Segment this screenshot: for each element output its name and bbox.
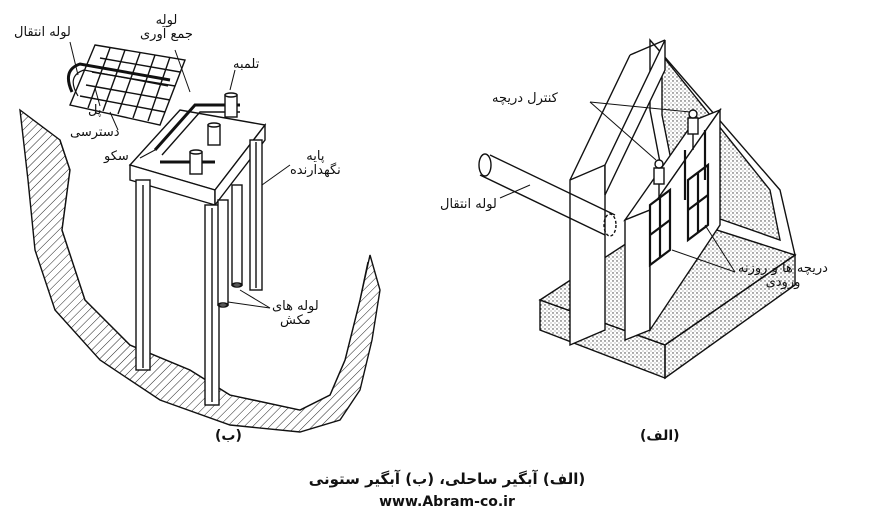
gates: [648, 130, 710, 268]
label-suction-pipes: لوله های مکش: [272, 299, 319, 329]
label-bridge: پل: [88, 103, 102, 118]
label-support-pier: پایه نگهدارنده: [290, 149, 341, 179]
label-transfer-pipe-left: لوله انتقال: [14, 25, 71, 40]
figure-caption: (الف) آبگیر ساحلی، (ب) آبگیر ستونی: [308, 470, 586, 488]
shore-intake-drawing: [478, 38, 797, 380]
tower-structure: [128, 92, 267, 406]
right-leader-lines: [499, 101, 736, 273]
front-wall: [569, 163, 606, 347]
label-transfer-pipe-right: لوله انتقال: [440, 197, 497, 212]
transfer-pipe: [66, 62, 171, 93]
label-platform: سکو: [104, 149, 129, 164]
label-access: دسترسی: [70, 125, 120, 140]
label-collection-pipe: لوله جمع آوری: [140, 13, 193, 43]
label-gates-and-inlets: دریچه ها و روزنه ورودی: [738, 261, 828, 291]
left-leader-lines: [69, 41, 291, 309]
label-gate-control: کنترل دریچه: [492, 91, 558, 106]
tower-intake-drawing: [19, 41, 381, 433]
gate-operators: [653, 109, 699, 200]
subcaption-b: (ب): [215, 428, 242, 444]
source-url: www.Abram-co.ir: [379, 494, 515, 510]
subcaption-a: (الف): [640, 428, 680, 444]
transfer-pipe-right: [478, 153, 617, 237]
label-pump: تلمبه: [233, 57, 260, 72]
